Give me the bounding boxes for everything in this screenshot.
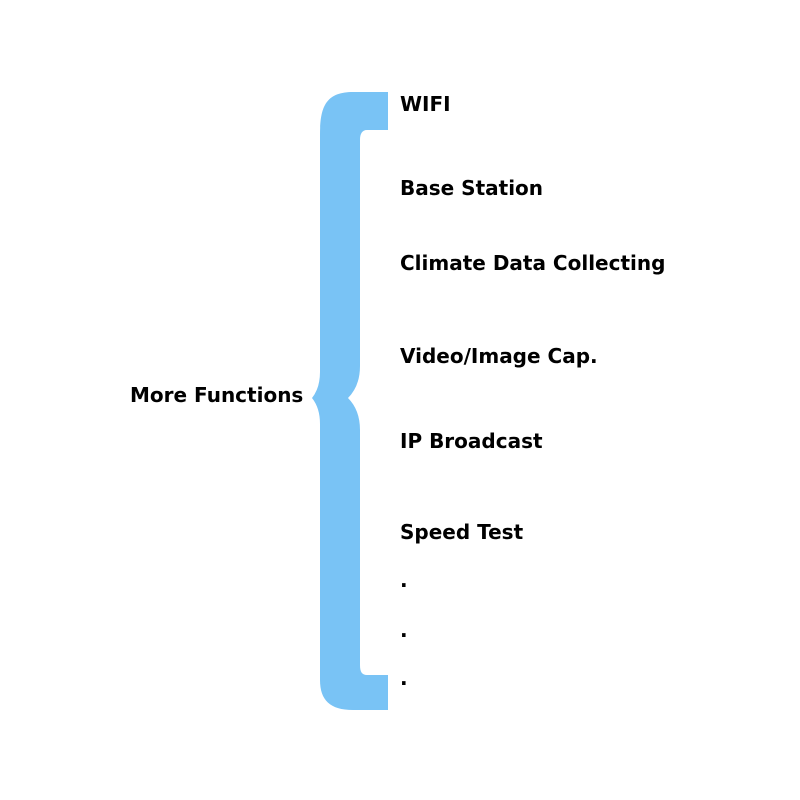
item-wifi: WIFI bbox=[400, 92, 451, 116]
curly-brace-shape bbox=[312, 92, 388, 710]
item-climate-data-collecting: Climate Data Collecting bbox=[400, 251, 666, 275]
ellipsis-dot-3: . bbox=[400, 666, 408, 690]
ellipsis-dot-1: . bbox=[400, 568, 408, 592]
ellipsis-dot-2: . bbox=[400, 618, 408, 642]
item-base-station: Base Station bbox=[400, 176, 544, 200]
root-label-more-functions: More Functions bbox=[130, 383, 304, 407]
item-ip-broadcast: IP Broadcast bbox=[400, 429, 543, 453]
item-video-image-cap: Video/Image Cap. bbox=[400, 344, 598, 368]
item-speed-test: Speed Test bbox=[400, 520, 524, 544]
